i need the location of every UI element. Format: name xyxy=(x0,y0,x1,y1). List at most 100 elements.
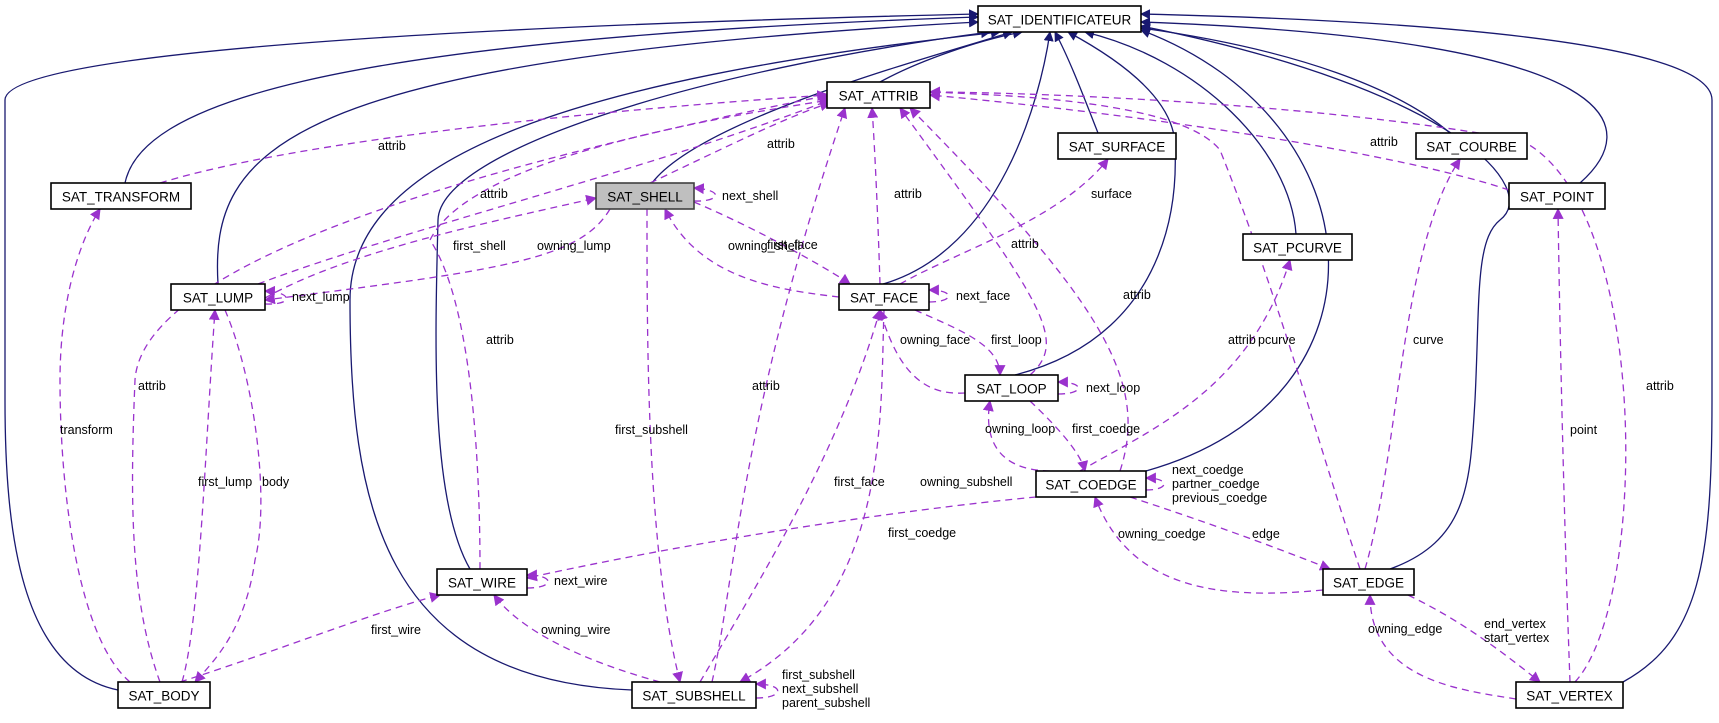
class-node-sat-point[interactable]: SAT_POINT xyxy=(1508,182,1606,210)
usage-edge xyxy=(59,208,131,683)
class-box[interactable] xyxy=(838,283,930,311)
edge-label: surface xyxy=(1091,187,1132,201)
usage-edge xyxy=(877,308,966,394)
inheritance-edge-sat-vertex xyxy=(1140,9,1713,683)
edge-label: owning_face xyxy=(900,333,970,347)
class-box[interactable] xyxy=(50,182,192,210)
class-node-sat-attrib[interactable]: SAT_ATTRIB xyxy=(826,81,931,109)
inheritance-edge-sat-edge xyxy=(1140,22,1511,570)
inheritance-edge-sat-shell xyxy=(651,29,1013,184)
class-box[interactable] xyxy=(1322,568,1415,596)
inheritance-edge-sat-lump xyxy=(216,17,979,285)
edge-label: attrib xyxy=(378,139,406,153)
class-nodes: SAT_IDENTIFICATEUR SAT_ATTRIB SAT_SURFACE S… xyxy=(50,5,1624,709)
usage-edge xyxy=(867,106,881,285)
class-box[interactable] xyxy=(1035,470,1147,498)
inheritance-edge-sat-face xyxy=(882,31,1054,285)
edge-label: edge xyxy=(1252,527,1280,541)
class-box[interactable] xyxy=(826,81,931,109)
class-box[interactable] xyxy=(631,681,757,709)
usage-edges xyxy=(59,86,1627,700)
class-box[interactable] xyxy=(117,681,211,709)
edge-label: body xyxy=(262,475,290,489)
class-node-sat-courbe[interactable]: SAT_COURBE xyxy=(1415,132,1528,160)
class-node-sat-edge[interactable]: SAT_EDGE xyxy=(1322,568,1415,596)
edge-label: attrib xyxy=(767,137,795,151)
edge-label: next_shell xyxy=(722,189,778,203)
class-name: SAT_FACE xyxy=(850,291,918,306)
edge-label: first_coedge xyxy=(1072,422,1140,436)
edge-label: attrib xyxy=(752,379,780,393)
edge-label: attrib xyxy=(1011,237,1039,251)
class-name: SAT_POINT xyxy=(1520,190,1594,205)
usage-edge xyxy=(649,100,832,184)
usage-edge xyxy=(263,208,611,305)
edge-label: point xyxy=(1570,423,1598,437)
inheritance-edge-sat-attrib xyxy=(879,28,1023,83)
class-node-sat-coedge[interactable]: SAT_COEDGE xyxy=(1035,470,1147,498)
class-node-sat-transform[interactable]: SAT_TRANSFORM xyxy=(50,182,192,210)
edge-label: owning_edge xyxy=(1368,622,1442,636)
edge-label: first_subshell xyxy=(615,423,688,437)
class-name: SAT_COEDGE xyxy=(1045,478,1136,493)
usage-edge xyxy=(131,91,832,683)
edge-label: owning_wire xyxy=(541,623,611,637)
class-name: SAT_SHELL xyxy=(607,190,683,205)
class-name: SAT_COURBE xyxy=(1426,140,1517,155)
usage-edge xyxy=(664,208,840,298)
class-node-sat-identificateur[interactable]: SAT_IDENTIFICATEUR xyxy=(977,5,1142,33)
class-name: SAT_LOOP xyxy=(976,382,1046,397)
class-node-sat-pcurve[interactable]: SAT_PCURVE xyxy=(1242,233,1353,261)
class-box[interactable] xyxy=(1242,233,1353,261)
edge-label: owning_shell xyxy=(728,239,800,253)
class-node-sat-wire[interactable]: SAT_WIRE xyxy=(436,568,528,596)
usage-edge xyxy=(1129,496,1332,571)
class-node-sat-face[interactable]: SAT_FACE xyxy=(838,283,930,311)
class-box[interactable] xyxy=(1508,182,1606,210)
usage-edge xyxy=(493,594,661,683)
usage-edge xyxy=(257,98,832,285)
class-node-sat-shell[interactable]: SAT_SHELL xyxy=(595,182,695,210)
edge-label: first_wire xyxy=(371,623,421,637)
inheritance-edges xyxy=(4,9,1713,691)
edge-label: attrib xyxy=(1228,333,1256,347)
edge-label: next_lump xyxy=(292,290,350,304)
class-box[interactable] xyxy=(977,5,1142,33)
class-node-sat-surface[interactable]: SAT_SURFACE xyxy=(1057,132,1177,160)
usage-edge xyxy=(646,208,683,684)
usage-edge xyxy=(927,284,950,303)
edge-label: curve xyxy=(1413,333,1444,347)
usage-edge xyxy=(1364,158,1461,570)
usage-edge xyxy=(754,678,779,699)
class-node-sat-loop[interactable]: SAT_LOOP xyxy=(964,374,1059,402)
usage-edge xyxy=(1552,207,1571,683)
edge-label: attrib xyxy=(486,333,514,347)
edge-label: attrib xyxy=(894,187,922,201)
edge-label: next_wire xyxy=(554,574,608,588)
inheritance-edge-sat-transform xyxy=(124,12,979,184)
usage-edge xyxy=(1029,400,1089,473)
class-box[interactable] xyxy=(964,374,1059,402)
class-name: SAT_IDENTIFICATEUR xyxy=(988,13,1132,28)
class-box[interactable] xyxy=(436,568,528,596)
usage-edge xyxy=(739,309,885,683)
usage-edge xyxy=(159,90,829,184)
class-box[interactable] xyxy=(1057,132,1177,160)
class-node-sat-vertex[interactable]: SAT_VERTEX xyxy=(1515,681,1624,709)
class-box[interactable] xyxy=(595,182,695,210)
class-box[interactable] xyxy=(1515,681,1624,709)
usage-edge xyxy=(699,308,883,683)
usage-edge xyxy=(525,496,1037,582)
usage-edge xyxy=(179,592,442,683)
class-name: SAT_VERTEX xyxy=(1526,689,1613,704)
usage-edge xyxy=(899,158,1109,285)
class-node-sat-subshell[interactable]: SAT_SUBSHELL xyxy=(631,681,757,709)
class-node-sat-body[interactable]: SAT_BODY xyxy=(117,681,211,709)
class-box[interactable] xyxy=(170,283,266,311)
class-box[interactable] xyxy=(1415,132,1528,160)
usage-edge xyxy=(1093,495,1324,594)
class-node-sat-lump[interactable]: SAT_LUMP xyxy=(170,283,266,311)
